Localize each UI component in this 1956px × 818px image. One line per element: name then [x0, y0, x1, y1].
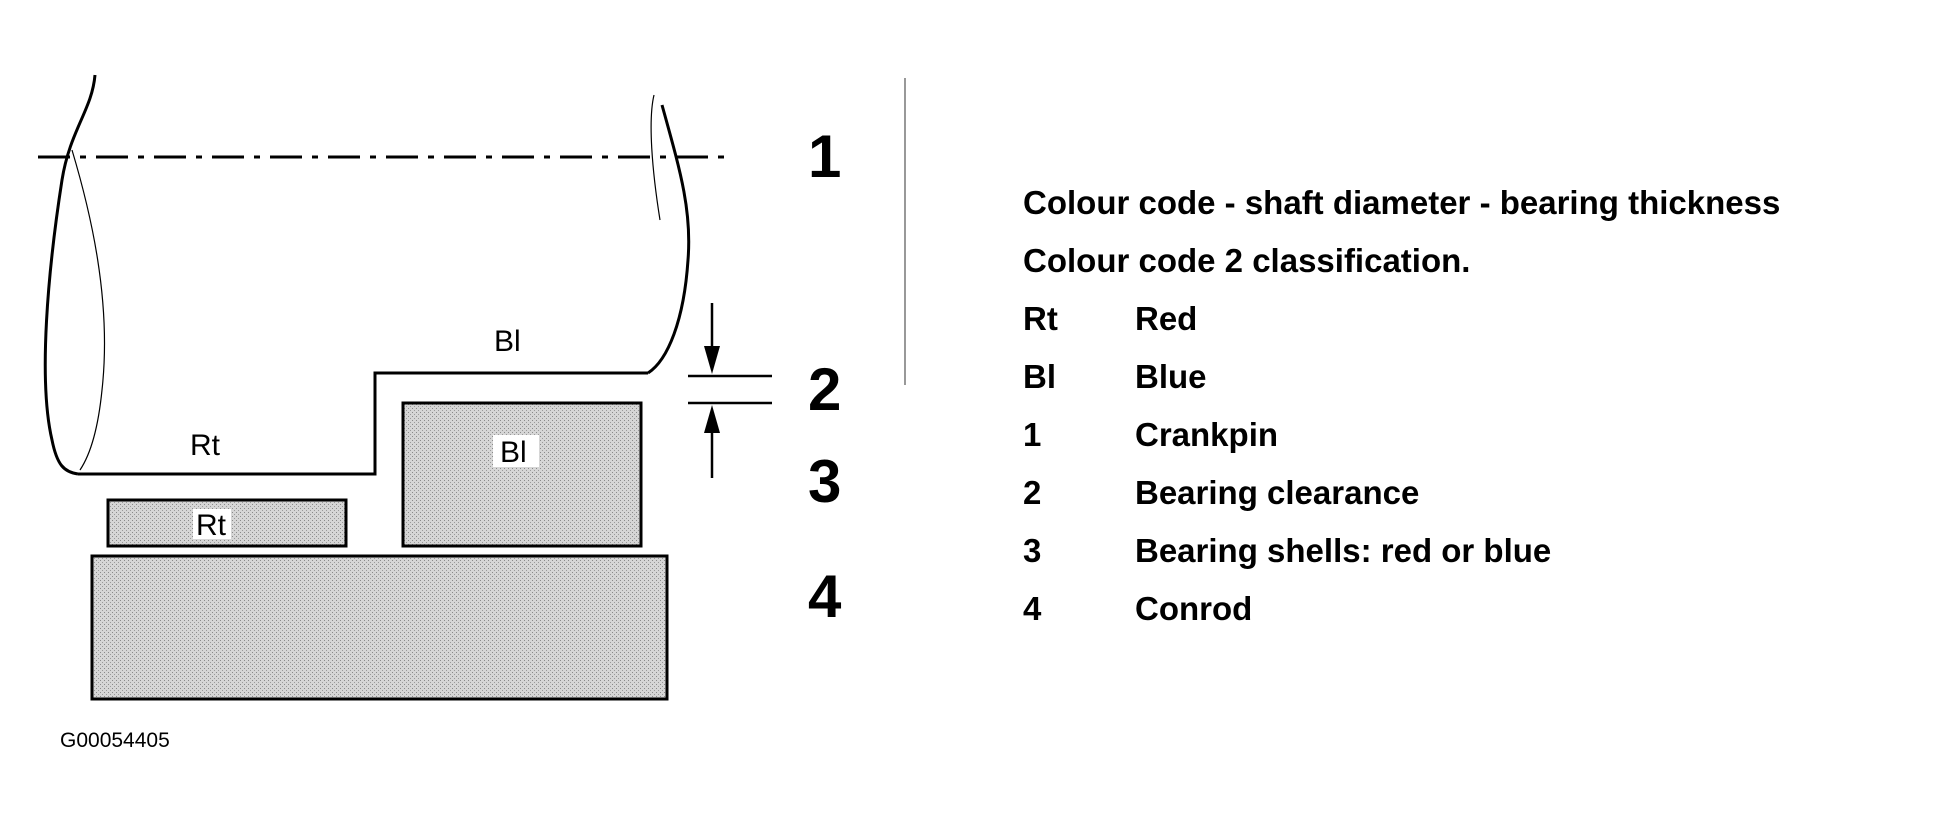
conrod — [90, 554, 669, 701]
legend-item: 4 Conrod — [1023, 592, 1943, 650]
legend-key: 3 — [1023, 532, 1042, 569]
clearance-arrowhead-down — [704, 346, 720, 374]
legend-text: Bearing clearance — [1135, 474, 1420, 511]
legend-key: 1 — [1023, 416, 1042, 453]
clearance-dimension — [688, 303, 772, 478]
callout-4: 4 — [808, 563, 842, 630]
callout-3: 3 — [808, 448, 841, 515]
bearing-shells: Rt Bl — [106, 401, 643, 548]
callout-2: 2 — [808, 356, 841, 423]
shaft-left-break-inner — [71, 149, 106, 471]
legend-text: Red — [1135, 300, 1198, 337]
shell-label-bg-blue — [493, 435, 539, 467]
legend-item: Rt Red — [1023, 302, 1943, 360]
bearing-shell-blue-label: Bl — [500, 436, 527, 469]
clearance-arrowhead-up — [704, 405, 720, 433]
shaft-label-lower: Rt — [190, 429, 221, 462]
legend-key: 4 — [1023, 590, 1042, 627]
bearing-shell-blue — [401, 401, 643, 548]
shaft-step-outline — [78, 371, 648, 476]
callout-1: 1 — [808, 123, 841, 190]
figure-id: G00054405 — [60, 729, 170, 752]
legend-text: Blue — [1135, 358, 1207, 395]
legend-item: 3 Bearing shells: red or blue — [1023, 534, 1943, 592]
legend-key: Rt — [1023, 300, 1058, 337]
legend-key: 2 — [1023, 474, 1042, 511]
shell-label-bg-red — [193, 509, 231, 539]
legend-text: Conrod — [1135, 590, 1253, 627]
shaft-right-break-inner — [650, 94, 661, 221]
shaft-right-break-line — [647, 104, 691, 375]
bearing-shell-red-label: Rt — [196, 509, 227, 542]
legend: Colour code - shaft diameter - bearing t… — [1023, 186, 1943, 650]
legend-title: Colour code - shaft diameter - bearing t… — [1023, 184, 1781, 221]
shaft-label-upper: Bl — [494, 325, 521, 358]
legend-item: 1 Crankpin — [1023, 418, 1943, 476]
legend-subtitle: Colour code 2 classification. — [1023, 242, 1471, 279]
legend-key: Bl — [1023, 358, 1056, 395]
legend-item: Bl Blue — [1023, 360, 1943, 418]
legend-text: Bearing shells: red or blue — [1135, 532, 1552, 569]
legend-item: 2 Bearing clearance — [1023, 476, 1943, 534]
legend-text: Crankpin — [1135, 416, 1279, 453]
shaft-left-break-line — [43, 74, 97, 476]
